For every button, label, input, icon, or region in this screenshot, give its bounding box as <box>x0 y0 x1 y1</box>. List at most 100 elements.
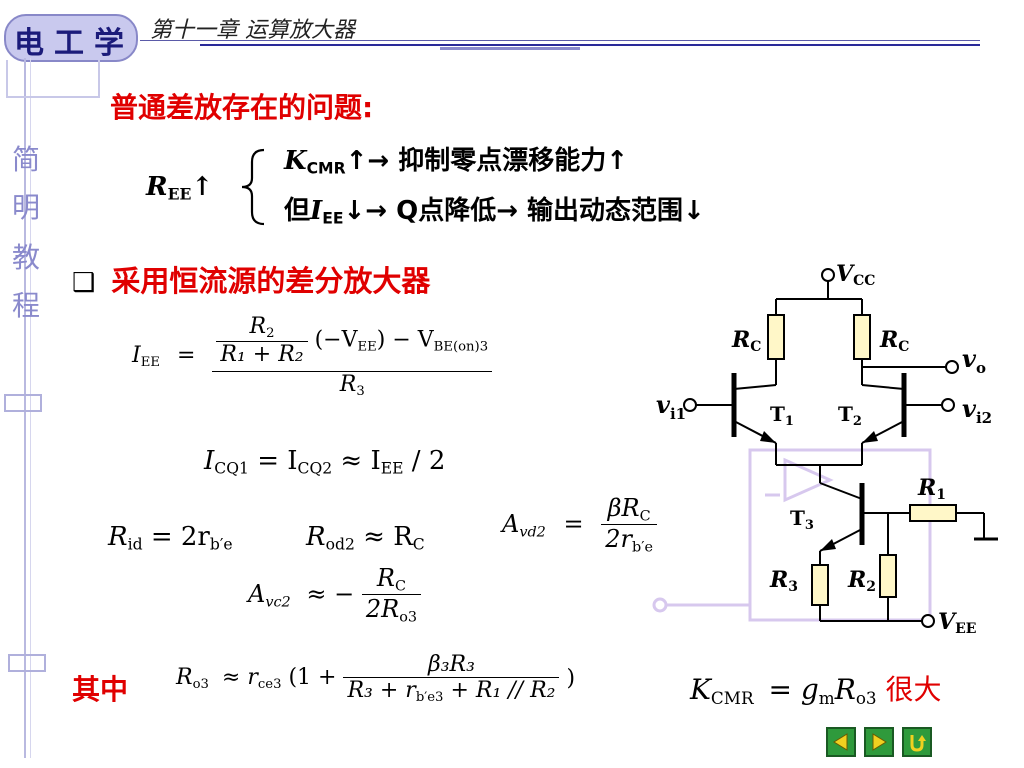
avd-fraction: βRC 2rb′e <box>601 494 657 556</box>
line2-pre: 但 <box>284 196 311 226</box>
icq1-sub: CQ1 <box>214 459 249 478</box>
sidebar-char-4: 程 <box>12 289 41 322</box>
kcmr-sym-sub: CMR <box>710 688 754 709</box>
brace <box>241 148 265 226</box>
sidebar-deco-low <box>8 654 46 672</box>
r1-resistor <box>909 504 957 522</box>
bullet-icon: ❑ <box>72 268 96 298</box>
vbe-sub: BE(on)3 <box>433 339 489 355</box>
rod-rhs: ≈ R <box>363 522 413 552</box>
rc-left-label: RC <box>731 327 761 355</box>
rid-rhs: = 2r <box>150 522 210 552</box>
icq2-sub: CQ2 <box>297 459 333 478</box>
kcmr-sym: K <box>690 673 711 706</box>
avc-formula: Avc2 ≈ − RC 2Ro3 <box>248 564 422 626</box>
avd-eq: = <box>563 509 584 538</box>
kcmr-r-sub: o3 <box>855 688 877 709</box>
vcc-terminal <box>821 268 835 282</box>
sidebar-deco-top <box>6 60 100 98</box>
vee-term: (−V <box>314 327 358 353</box>
r-ratio: R2 R₁ + R₂ <box>216 314 308 367</box>
qizhong-label: 其中 <box>72 673 129 706</box>
sidebar-vertical-line-2 <box>30 58 31 758</box>
vo-terminal <box>945 360 959 374</box>
iee-symbol: I <box>310 196 323 226</box>
vee-terminal <box>921 614 935 628</box>
logo-char-3: 学 <box>94 26 124 61</box>
rc-right-resistor <box>853 314 871 360</box>
line1: KCMR↑→ 抑制零点漂移能力↑ <box>284 140 628 178</box>
t3-label: T3 <box>790 506 814 533</box>
arrow-left-icon <box>833 733 848 751</box>
kcmr-rhs: = g <box>768 673 819 706</box>
avc-den: 2R <box>365 595 400 624</box>
logo-char-2: 工 <box>54 26 84 61</box>
sidebar-char-1: 简 <box>12 143 41 176</box>
rid-sub: id <box>127 535 143 554</box>
kcmr-symbol: K <box>284 146 307 176</box>
avc-num: R <box>376 564 395 592</box>
vi2-label: vi2 <box>962 394 992 427</box>
iee-sub: EE <box>322 209 344 228</box>
rod-sub: od2 <box>325 535 355 554</box>
rod-rhs-sub: C <box>412 535 425 554</box>
return-icon <box>910 735 926 752</box>
kcmr-sub: CMR <box>306 159 346 178</box>
vi2-terminal <box>941 398 955 412</box>
avc-num-sub: C <box>394 578 406 595</box>
rid-rhs-sub: b′e <box>209 535 233 554</box>
iee-lhs-sub: EE <box>140 354 160 370</box>
kcmr-formula: KCMR = gmRo3 很大 <box>690 668 942 708</box>
sidebar-char-2: 明 <box>12 191 41 224</box>
header-rule-mid <box>200 44 980 46</box>
t1-label: T1 <box>770 402 794 429</box>
avd-sym: A <box>502 509 520 538</box>
rod-formula: Rod2 ≈ RC <box>306 522 425 554</box>
problem-heading: 普通差放存在的问题: <box>110 91 374 124</box>
transistor-t3 <box>819 482 910 552</box>
arrow-right-icon <box>872 733 887 751</box>
rc-left-resistor <box>767 314 785 360</box>
r2-sub: 2 <box>266 325 275 341</box>
ro3-formula: Ro3 ≈ rce3 (1 + β₃R₃ R₃ + rb′e3 + R₁ // … <box>176 652 575 705</box>
avc-approx: ≈ − <box>306 579 355 608</box>
return-button[interactable] <box>902 727 932 757</box>
next-slide-button[interactable] <box>864 727 894 757</box>
iee-numerator: R2 R₁ + R₂ (−VEE) − VBE(on)3 <box>212 314 493 372</box>
icq-div: / 2 <box>411 446 446 476</box>
avd-den: 2r <box>605 525 632 554</box>
sidebar-deco-mid <box>4 394 42 412</box>
ro3-close: ) <box>566 665 576 691</box>
avc-den-sub: o3 <box>399 609 418 626</box>
prev-slide-button[interactable] <box>826 727 856 757</box>
vcc-label: VCC <box>836 261 875 289</box>
ree-label: REE↑ <box>146 172 213 204</box>
r3-sym: R <box>339 371 357 397</box>
rc-right-label: RC <box>879 327 909 355</box>
rid-formula: Rid = 2rb′e <box>108 522 233 554</box>
logo-char-1: 电 <box>14 26 44 61</box>
constant-current-title: 采用恒流源的差分放大器 <box>111 264 431 298</box>
avc-sym: A <box>248 579 266 608</box>
avd-num: βR <box>607 494 640 522</box>
t2-label: T2 <box>838 402 862 429</box>
header-rule-top <box>140 40 980 41</box>
avd-formula: Avd2 = βRC 2rb′e <box>502 494 657 556</box>
logo-badge <box>4 14 138 62</box>
rid-sym: R <box>108 522 128 552</box>
avc-sub: vc2 <box>265 593 291 610</box>
vee-label: VEE <box>938 609 976 637</box>
avd-sub: vd2 <box>519 523 546 540</box>
avc-fraction: RC 2Ro3 <box>361 564 422 626</box>
iee-formula: IEE = R2 R₁ + R₂ (−VEE) − VBE(on)3 R3 <box>132 314 493 399</box>
avd-den-sub: b′e <box>631 539 653 556</box>
r3-resistor <box>811 564 829 606</box>
constant-current-heading: ❑ 采用恒流源的差分放大器 <box>72 258 430 300</box>
ro3-sub: o3 <box>192 676 209 692</box>
r1-label: R1 <box>917 475 946 503</box>
icq-approx: ≈ I <box>340 446 381 476</box>
icq-formula: ICQ1 = ICQ2 ≈ IEE / 2 <box>204 446 445 478</box>
vo-label: vo <box>962 344 986 377</box>
header-rule-accent <box>440 47 580 50</box>
iee-lhs: I <box>132 342 141 368</box>
